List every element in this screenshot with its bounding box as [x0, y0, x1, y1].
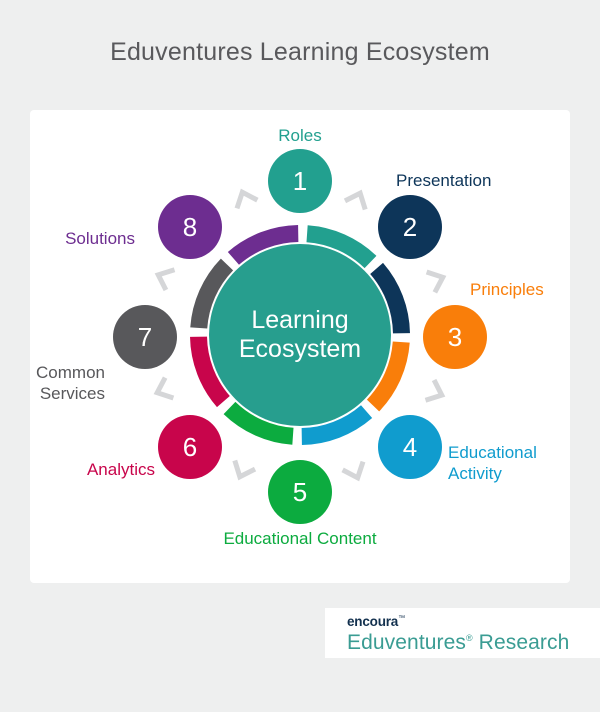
node-circle-6[interactable]: 6 — [158, 415, 222, 479]
eduventures-research-logo: encoura™ Eduventures® Research — [325, 608, 600, 658]
logo-brand-text: encoura — [347, 614, 399, 629]
node-label-2[interactable]: Presentation — [396, 171, 492, 190]
node-label-1[interactable]: Roles — [278, 126, 322, 145]
registered-icon: ® — [466, 632, 473, 643]
node-circle-1[interactable]: 1 — [268, 149, 332, 213]
node-number-5: 5 — [292, 477, 308, 507]
page-title: Eduventures Learning Ecosystem — [110, 38, 490, 66]
node-number-6: 6 — [182, 432, 198, 462]
node-label-6[interactable]: Analytics — [86, 460, 155, 479]
node-circle-4[interactable]: 4 — [378, 415, 442, 479]
node-label-7[interactable]: Common Services — [36, 363, 105, 403]
node-label-8[interactable]: Solutions — [65, 229, 135, 248]
node-label-3[interactable]: Principles — [470, 280, 544, 299]
node-circle-7[interactable]: 7 — [113, 305, 177, 369]
node-number-1: 1 — [292, 166, 308, 196]
node-circle-2[interactable]: 2 — [378, 195, 442, 259]
node-number-8: 8 — [182, 212, 198, 242]
node-circle-8[interactable]: 8 — [158, 195, 222, 259]
logo-product-suffix: Research — [472, 630, 570, 654]
logo-product-text: Eduventures — [347, 630, 467, 654]
node-label-4[interactable]: Educational Activity — [448, 443, 537, 483]
node-number-2: 2 — [402, 212, 418, 242]
logo-brand-encoura: encoura™ — [347, 615, 600, 629]
node-number-3: 3 — [447, 322, 463, 352]
center-hub: Learning Ecosystem — [209, 244, 391, 426]
node-number-4: 4 — [402, 432, 418, 462]
node-label-5[interactable]: Educational Content — [223, 529, 377, 548]
center-hub-label: Learning Ecosystem — [238, 305, 362, 364]
logo-product-eduventures-research: Eduventures® Research — [347, 631, 600, 654]
node-number-7: 7 — [137, 322, 153, 352]
node-circle-5[interactable]: 5 — [268, 460, 332, 524]
trademark-icon: ™ — [398, 615, 405, 622]
node-circle-3[interactable]: 3 — [423, 305, 487, 369]
